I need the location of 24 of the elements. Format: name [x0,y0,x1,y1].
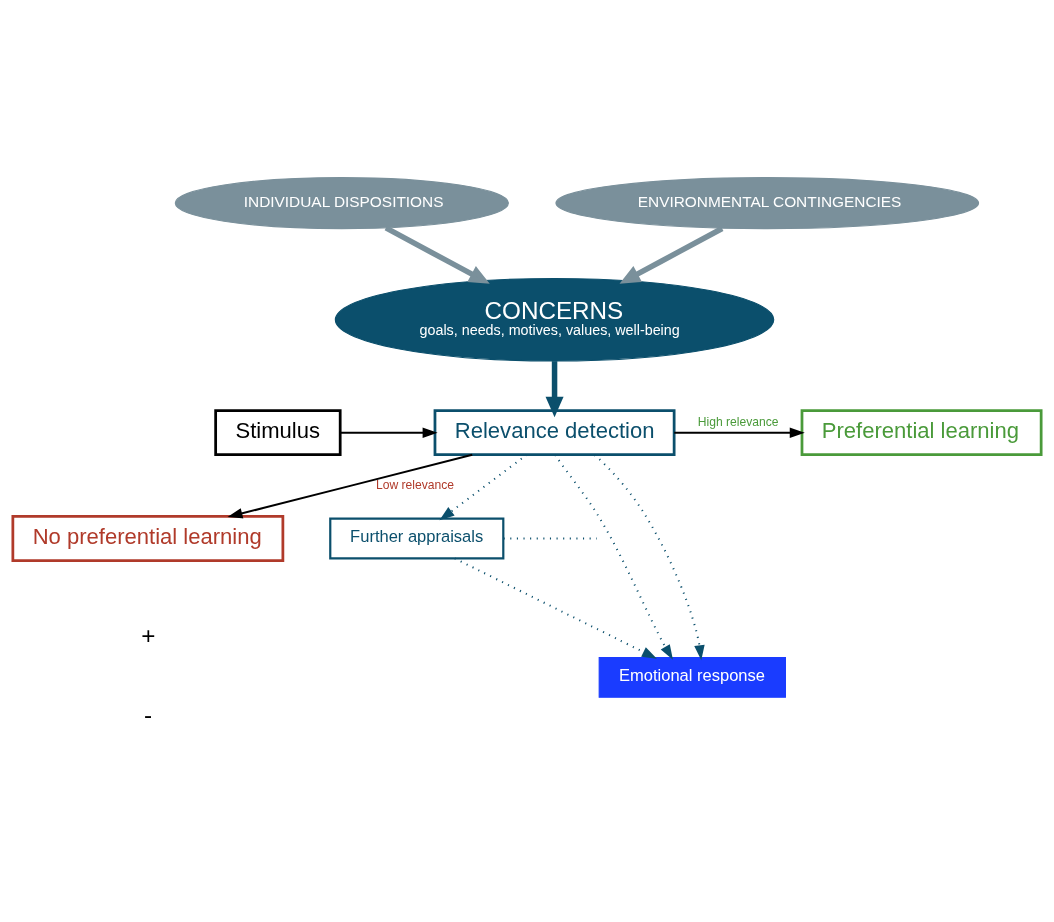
node-ellipse: INDIVIDUAL DISPOSITIONS [174,177,509,230]
arrow [619,226,724,284]
edge-label: Low relevance [376,477,455,492]
node-box: No preferential learning [11,515,285,562]
label: - [144,701,153,729]
node-box: Further appraisals [329,517,505,560]
arrow [545,361,564,418]
node-ellipse: CONCERNS goals, needs, motives, values, well-being [334,277,775,362]
arrow [673,427,805,438]
arrow [554,454,673,660]
node-box: Preferential learning [800,409,1043,457]
label: + [141,621,156,649]
edge-label: High relevance [697,414,779,429]
arrow [339,427,438,438]
node-box: Relevance detection [433,409,676,457]
connector [502,537,598,540]
arrow [384,225,490,284]
node-box: Stimulus [214,409,342,457]
arrow [593,454,705,661]
node-ellipse: ENVIRONMENTAL CONTINGENCIES [555,177,980,230]
arrow [439,453,528,521]
arrow [227,453,474,519]
node-box: Emotional response [598,656,786,698]
arrow [453,557,657,659]
